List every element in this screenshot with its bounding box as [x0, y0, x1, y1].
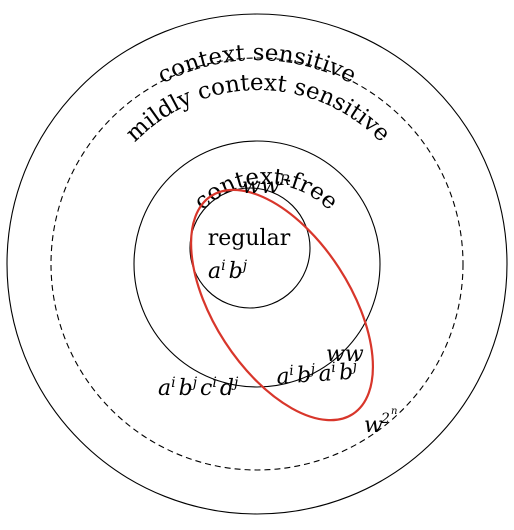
ww-r-example: wwR — [242, 173, 291, 199]
mildly-context-sensitive-circle — [50, 57, 464, 471]
regular-circle — [189, 187, 311, 309]
regular-label: regular — [208, 226, 291, 251]
w-2n-example: w2n — [364, 406, 397, 438]
highlight-ellipse — [189, 188, 375, 422]
context-free-circle — [133, 140, 381, 388]
context-sensitive-circle — [6, 13, 508, 515]
aibjaibj-example: aibjaibj — [276, 358, 359, 390]
ww-example: ww — [326, 342, 364, 367]
